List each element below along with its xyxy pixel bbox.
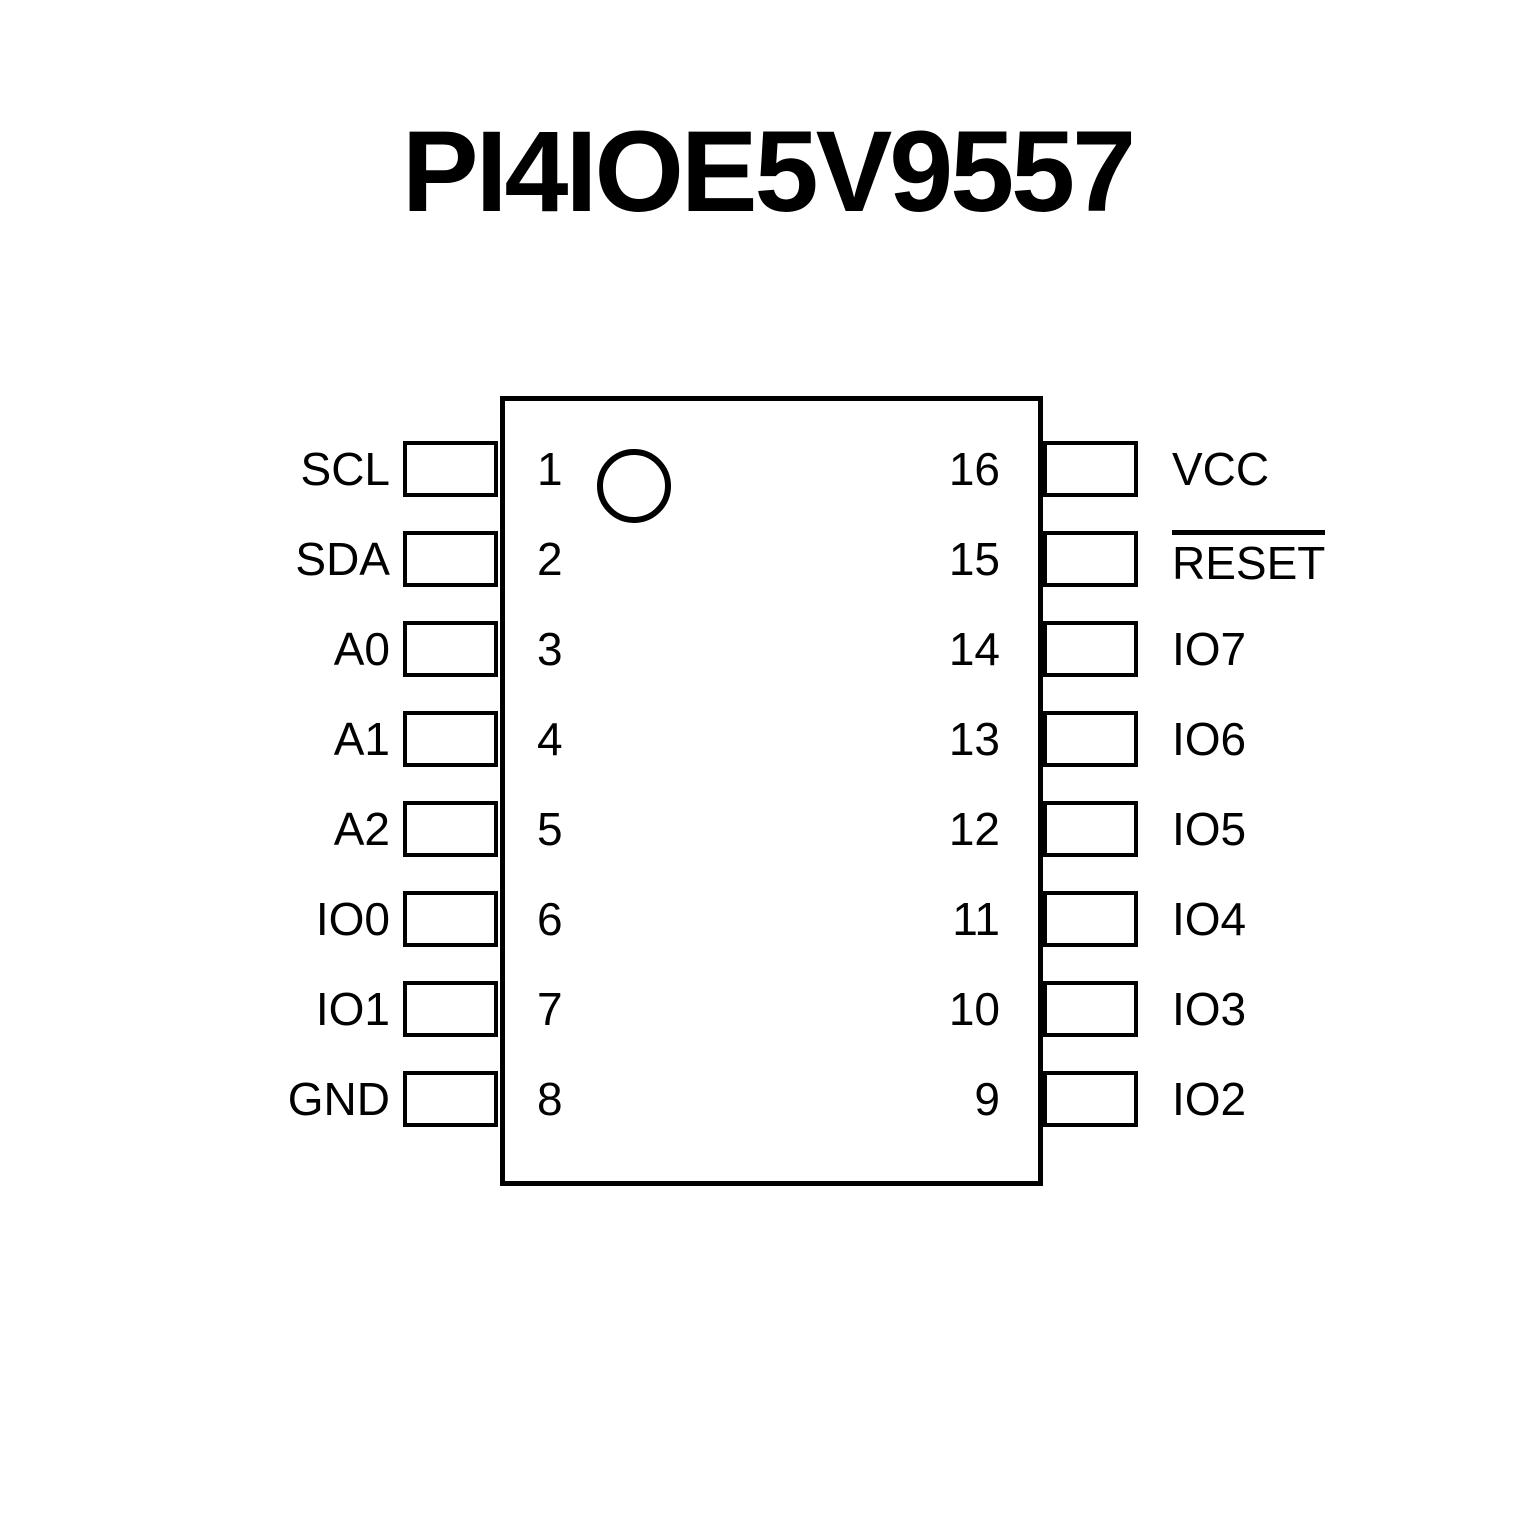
pin-box	[403, 1071, 498, 1127]
pin-row-right-9: 9 IO2	[0, 1071, 1535, 1127]
pin-row-right-15: 15 RESET	[0, 530, 1535, 588]
pin-number: 1	[537, 443, 563, 495]
pin-label: SCL	[300, 443, 390, 495]
chip-body	[500, 396, 1043, 1186]
pin-box	[1043, 621, 1138, 677]
pin-number: 15	[948, 533, 1000, 585]
pin-row-left-6: IO0 6	[0, 891, 1535, 947]
pin-box	[403, 531, 498, 587]
pin-row-left-4: A1 4	[0, 711, 1535, 767]
pin-box	[403, 981, 498, 1037]
pin-label: A2	[333, 803, 390, 855]
pin-row-right-12: 12 IO5	[0, 801, 1535, 857]
pin-label: IO5	[1172, 803, 1247, 855]
pin-number: 9	[974, 1073, 1000, 1125]
pin-box	[403, 621, 498, 677]
pin-row-left-3: A0 3	[0, 621, 1535, 677]
pin-label: IO1	[315, 983, 390, 1035]
pin-number: 3	[537, 623, 563, 675]
pin-number: 2	[537, 533, 563, 585]
pin-row-left-1: SCL 1	[0, 441, 1535, 497]
pin-number: 12	[948, 803, 1000, 855]
pin-box	[1043, 531, 1138, 587]
pin-row-left-2: SDA 2	[0, 531, 1535, 587]
pin-box	[403, 711, 498, 767]
pin-number: 8	[537, 1073, 563, 1125]
pin-number: 6	[537, 893, 563, 945]
pin-box	[403, 801, 498, 857]
pin-label: GND	[287, 1073, 390, 1125]
pin-label: IO6	[1172, 713, 1247, 765]
pin-label: IO7	[1172, 623, 1247, 675]
pin-number: 16	[948, 443, 1000, 495]
pin-row-right-13: 13 IO6	[0, 711, 1535, 767]
pin-label-active-low: RESET	[1172, 530, 1472, 588]
pin-number: 10	[948, 983, 1000, 1035]
page-title: PI4IOE5V9557	[401, 108, 1136, 236]
pin-box	[403, 441, 498, 497]
pin-number: 4	[537, 713, 563, 765]
pin-box	[1043, 891, 1138, 947]
pin1-indicator-circle	[597, 449, 671, 523]
pin-row-right-10: 10 IO3	[0, 981, 1535, 1037]
pin-row-left-7: IO1 7	[0, 981, 1535, 1037]
pin-label: IO3	[1172, 983, 1247, 1035]
pin-label: IO2	[1172, 1073, 1247, 1125]
pin-row-left-8: GND 8	[0, 1071, 1535, 1127]
pin-row-right-11: 11 IO4	[0, 891, 1535, 947]
pin-box	[403, 891, 498, 947]
pin-number: 7	[537, 983, 563, 1035]
pin-row-right-16: 16 VCC	[0, 441, 1535, 497]
pin-box	[1043, 801, 1138, 857]
pin-label: SDA	[295, 533, 390, 585]
pin-label: A0	[333, 623, 390, 675]
pin-label: IO0	[315, 893, 390, 945]
pin-number: 13	[948, 713, 1000, 765]
pin-row-right-14: 14 IO7	[0, 621, 1535, 677]
pin-box	[1043, 1071, 1138, 1127]
pin-label: IO4	[1172, 893, 1247, 945]
pin-number: 14	[948, 623, 1000, 675]
pin-row-left-5: A2 5	[0, 801, 1535, 857]
pin-box	[1043, 441, 1138, 497]
pin-box	[1043, 711, 1138, 767]
pin-label: VCC	[1172, 443, 1270, 495]
pin-number: 11	[952, 893, 1000, 945]
pin-box	[1043, 981, 1138, 1037]
pin-label: A1	[333, 713, 390, 765]
pin-number: 5	[537, 803, 563, 855]
